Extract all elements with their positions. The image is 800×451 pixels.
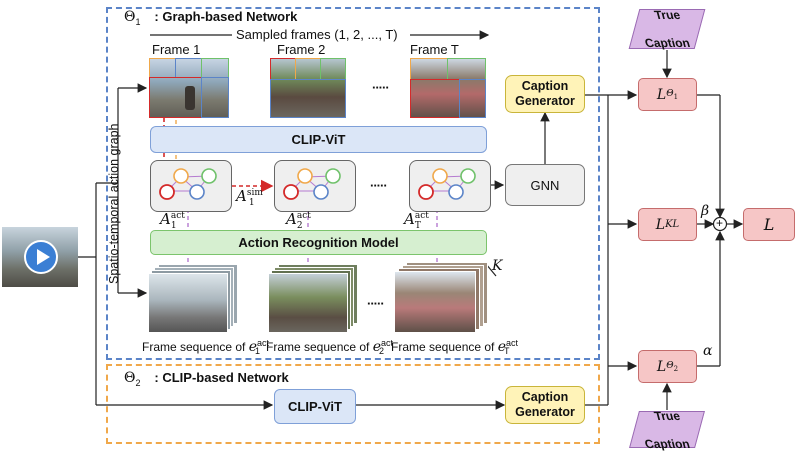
action-recognition-model: Action Recognition Model	[150, 230, 487, 255]
frame-seq-caption-t: Frame sequence of eactT	[391, 338, 519, 357]
frames-ellipsis: ·····	[372, 80, 390, 95]
frame-seq-caption-1: Frame sequence of eact1	[142, 338, 270, 357]
action-graph-t	[409, 160, 491, 212]
action-graph-1	[150, 160, 232, 212]
frame-1-image	[149, 58, 229, 118]
clip-based-network-region	[106, 364, 600, 444]
clip-vit-top: CLIP-ViT	[150, 126, 487, 153]
frame-sequence-t	[394, 262, 490, 333]
frame-t-image	[410, 58, 486, 118]
a2-act-label: Aact2	[286, 210, 311, 231]
a1-act-label: Aact1	[160, 210, 185, 231]
spatio-temporal-label: Spatio-temporal action graph	[107, 123, 121, 284]
frame-2-label: Frame 2	[277, 42, 326, 57]
frame-2-image	[270, 58, 346, 118]
frame-sequence-2	[268, 264, 358, 333]
action-graph-2	[274, 160, 356, 212]
input-video-thumbnail[interactable]	[2, 227, 78, 287]
graphs-ellipsis: ·····	[370, 178, 388, 193]
alpha-label: α	[703, 343, 713, 359]
frame-t-label: Frame T	[410, 42, 459, 57]
frame-seq-caption-2: Frame sequence of eact2	[266, 338, 394, 357]
frame-1-label: Frame 1	[152, 42, 201, 57]
play-icon[interactable]	[24, 240, 58, 274]
graph-1-nodes	[159, 168, 217, 200]
sampled-frames-label: Sampled frames (1, 2, ..., T)	[236, 27, 398, 42]
a1-sim-label: Asim1	[236, 187, 263, 208]
graph-2-nodes	[283, 168, 341, 200]
sum-plus-icon: +	[716, 216, 724, 230]
sequences-ellipsis: ·····	[367, 296, 385, 311]
at-act-label: AactT	[404, 210, 429, 231]
graph-t-nodes	[418, 168, 476, 200]
k-label: K	[492, 258, 503, 274]
theta1-label: Θ1 : Graph-based Network	[124, 9, 298, 27]
clip-vit-bottom: CLIP-ViT	[274, 389, 356, 424]
graph-based-network-region	[106, 7, 600, 360]
gnn-box: GNN	[505, 164, 585, 206]
beta-label: β	[701, 203, 710, 219]
frame-sequence-1	[148, 264, 238, 333]
theta2-label: Θ2 : CLIP-based Network	[124, 370, 289, 388]
loss-total: L	[743, 208, 795, 241]
